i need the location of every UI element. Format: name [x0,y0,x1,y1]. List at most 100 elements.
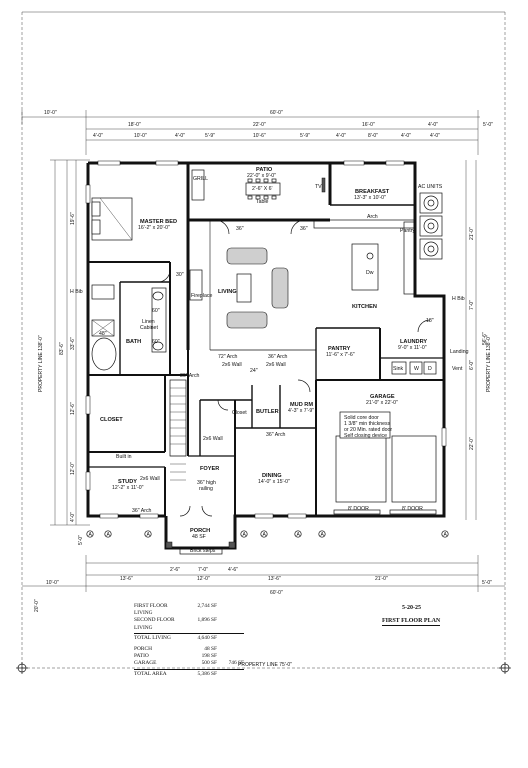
room-pantry-name: PANTRY [328,346,351,352]
dim-top-row2-7: 4'-0" [336,133,346,139]
top-dimensions [21,110,480,155]
dim-top-row2-1: 4'-0" [93,133,103,139]
dim-right-part-2: 22'-0" [469,437,475,450]
grill-label: GRILL [193,176,208,182]
hose-bib-left: H Bib [70,289,83,295]
dim-left-part-3: 12'-6" [70,402,76,415]
railing-label-1: 36" high [197,480,216,486]
dryer-label: D [428,366,432,372]
stairs [169,379,187,481]
dim-note-36b: 36" [300,226,308,232]
area-value: 1,896 SF [197,617,217,624]
column-marker-1: A [107,532,111,538]
dim-right-part-4: 6'-0" [469,360,475,370]
room-mud-rm-size: 4'-3" x 7'-9" [288,408,314,414]
dim-note-48: 48" [99,331,107,337]
area-total [218,653,244,660]
drawing-title: FIRST FLOOR PLAN [382,618,441,626]
dim-top-row1-2: 22'-0" [253,122,266,128]
dim-top-row2-10: 4'-0" [430,133,440,139]
dim-top-row2-9: 4'-0" [401,133,411,139]
column-marker-3: A [243,532,247,538]
room-pantry-size: 11'-6" x 7'-6" [326,352,355,358]
dim-top-overall: 60'-0" [270,110,283,116]
dim-right-part-1: 21'-0" [469,227,475,240]
column-markers: A A A A A A A A [86,530,449,538]
dim-note-24: 24" [250,368,258,374]
dim-left-part-5: 4'-0" [70,512,76,522]
area-row-patio: PATIO 198 SF [134,653,244,660]
room-porch-size: 48 SF [192,534,206,540]
area-label: GARAGE [134,660,157,667]
drawing-date: 5-20-25 [402,605,421,611]
room-patio-size: 22'-0" x 9'-0" [247,173,276,179]
bottom-dimensions [22,555,505,592]
garage-door-2-label: 8' DOOR [402,506,423,512]
room-master-bed-name: MASTER BED [140,219,177,225]
washer-label: W [414,366,419,372]
column-marker-6: A [321,532,325,538]
door-swings [157,219,431,517]
area-total [218,617,244,631]
area-total [218,635,244,642]
laundry-sink-label: Sink [393,366,403,372]
area-value: 5,386 SF [197,670,217,677]
dim-bottom-row1-1: 2'-6" [170,567,180,573]
grill-counter [191,169,205,201]
area-summary-table: FIRST FLOOR LIVING 2,744 SF SECOND FLOOR… [134,603,244,678]
vent-label: Vent [452,366,463,372]
room-kitchen-name: KITCHEN [352,304,377,310]
dim-bottom-overall: 60'-0" [270,590,283,596]
wall-2x6b-label: 2x6 Wall [266,362,286,368]
dim-top-row2-8: 8'-0" [368,133,378,139]
arch-36b-label: 36" Arch [180,373,200,379]
area-row-porch: PORCH 48 SF [134,646,244,653]
room-garage-size: 21'-0" x 22'-0" [366,400,398,406]
dim-right-part-3: 7'-0" [469,300,475,310]
linen-cabinet-label-2: Cabinet [140,325,158,331]
porch-columns [165,541,236,555]
area-label: TOTAL AREA [134,670,167,677]
area-row-second-floor: SECOND FLOOR LIVING 1,896 SF [134,617,244,631]
dim-bottom-row2-2: 12'-0" [197,576,210,582]
bath-fixtures [91,284,167,371]
dim-left-part-4: 12'-0" [70,462,76,475]
area-total [218,671,244,678]
linen-cabinet-label-1: Linen [142,319,155,325]
laundry-fixtures [391,361,437,375]
dim-top-row2-6: 5'-9" [300,133,310,139]
landing-label: Landing [450,349,469,355]
arch-36a-label: 36" Arch [268,354,288,360]
room-bath-name: BATH [126,339,141,345]
area-value: 4,640 SF [197,634,217,641]
railing-label-2: railing [199,486,213,492]
door-note-1: Solid core door [344,415,379,421]
room-foyer-name: FOYER [200,466,219,472]
interior-walls [88,204,444,516]
column-marker-7: A [444,532,448,538]
corner-markers [16,662,511,674]
room-dining-name: DINING [262,473,282,479]
property-line-right-label: PROPERTY LINE 138'-0" [486,335,492,392]
area-label: PORCH [134,646,152,653]
ac-units-label: AC UNITS [418,184,443,190]
dim-top-row2-4: 5'-9" [205,133,215,139]
property-line-left-label: PROPERTY LINE 138'-0" [38,335,44,392]
dim-note-36: 36" [236,226,244,232]
dim-bottom-setback-left: 10'-0" [46,580,59,586]
area-row-garage: GARAGE 500 SF 746 SF [134,660,244,667]
column-marker-8: A [89,532,93,538]
room-dining-size: 14'-0" x 15'-0" [258,479,290,485]
column-marker-5: A [297,532,301,538]
property-line-bottom-label: PROPERTY LINE 75'-0" [238,662,292,668]
dim-top-row1-3: 16'-0" [362,122,375,128]
area-total [218,603,244,617]
area-row-first-floor: FIRST FLOOR LIVING 2,744 SF [134,603,244,617]
living-furniture [189,247,289,329]
room-butler-name: BUTLER [256,409,279,415]
dim-bottom-row2-1: 13'-6" [120,576,133,582]
room-master-bed-size: 16'-2" x 20'-0" [138,225,170,231]
patio-table [245,178,281,200]
dim-top-row1-4: 4'-0" [428,122,438,128]
